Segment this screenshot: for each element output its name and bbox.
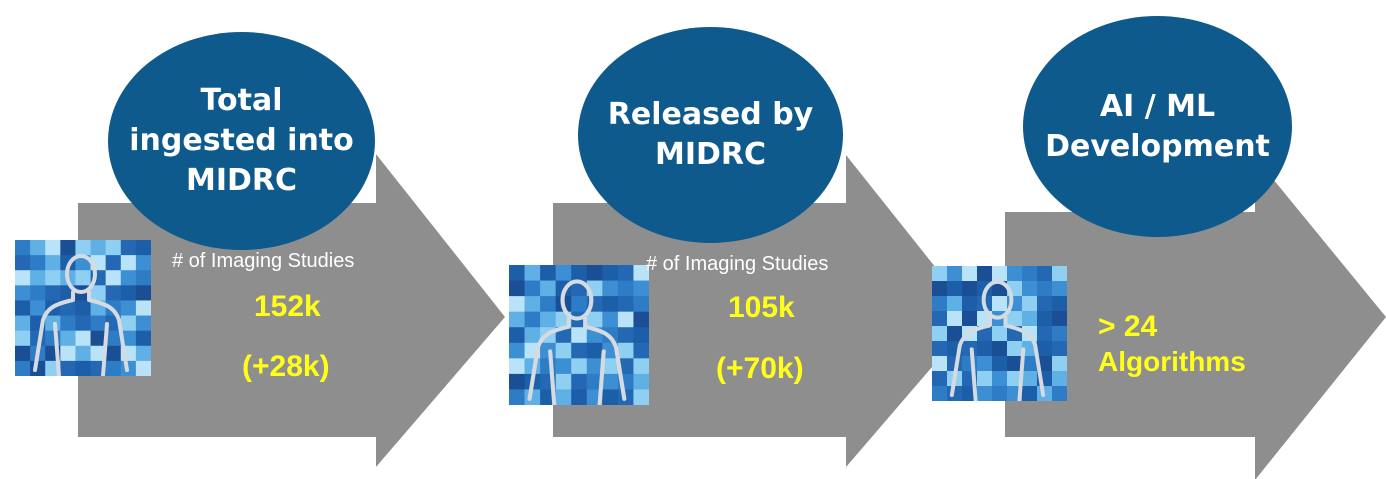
stage-1-delta: (+28k) (242, 350, 330, 383)
stage-2-value: 105k (728, 291, 795, 324)
patient-silhouette-icon (15, 240, 151, 376)
stage-1-title-line-3: MIDRC (185, 163, 298, 198)
stage-1-subtitle: # of Imaging Studies (172, 250, 355, 272)
stage-3-delta: Algorithms (1098, 346, 1246, 377)
stage-2-circle: Released by MIDRC (578, 27, 843, 243)
stage-3-circle: AI / ML Development (1023, 16, 1292, 237)
stage-2-subtitle: # of Imaging Studies (646, 253, 829, 275)
arrow-3 (1005, 157, 1386, 479)
stage-1-value: 152k (254, 290, 321, 323)
stage-1-circle: Total ingested into MIDRC (108, 32, 375, 250)
stage-2-delta: (+70k) (716, 352, 804, 385)
patient-silhouette-icon (932, 266, 1067, 401)
stage-3-title-line-2: Development (1045, 128, 1270, 164)
stage-3-title-line-1: AI / ML (1099, 88, 1216, 124)
patient-silhouette-icon (509, 265, 649, 405)
stage-2-title-line-2: MIDRC (654, 137, 767, 172)
stage-1-title-line-1: Total (200, 83, 283, 118)
stage-2-title-line-1: Released by (607, 97, 814, 132)
stage-3-value: > 24 (1098, 310, 1158, 343)
stage-1-title-line-2: ingested into (129, 123, 354, 158)
